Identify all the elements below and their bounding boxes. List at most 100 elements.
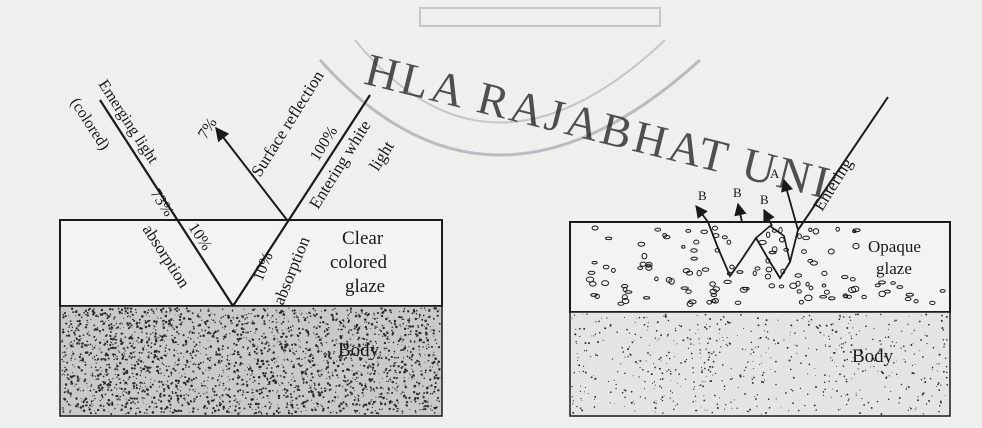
- speckle-dot: [146, 314, 147, 315]
- speckle-dot: [794, 345, 795, 346]
- speckle-dot: [212, 388, 214, 390]
- speckle-dot: [99, 348, 100, 349]
- speckle-dot: [407, 310, 409, 312]
- speckle-dot: [404, 345, 405, 346]
- speckle-dot: [427, 405, 429, 407]
- speckle-dot: [581, 409, 583, 411]
- speckle-dot: [835, 381, 837, 383]
- speckle-dot: [279, 398, 280, 399]
- speckle-dot: [148, 355, 149, 356]
- speckle-dot: [212, 412, 214, 414]
- speckle-dot: [284, 346, 287, 349]
- speckle-dot: [93, 311, 96, 314]
- speckle-dot: [299, 332, 301, 334]
- speckle-dot: [268, 390, 271, 393]
- speckle-dot: [644, 381, 645, 382]
- speckle-dot: [655, 385, 656, 386]
- speckle-dot: [859, 330, 860, 331]
- speckle-dot: [193, 378, 195, 380]
- speckle-dot: [770, 357, 771, 358]
- speckle-dot: [726, 344, 727, 345]
- speckle-dot: [120, 410, 121, 411]
- speckle-dot: [254, 413, 255, 414]
- speckle-dot: [294, 387, 295, 388]
- speckle-dot: [738, 387, 739, 388]
- speckle-dot: [324, 388, 326, 390]
- speckle-dot: [236, 383, 238, 385]
- speckle-dot: [404, 334, 406, 336]
- speckle-dot: [847, 394, 849, 396]
- speckle-dot: [572, 318, 573, 319]
- speckle-dot: [349, 382, 351, 384]
- speckle-dot: [116, 384, 117, 385]
- speckle-dot: [325, 323, 326, 324]
- speckle-dot: [82, 361, 83, 362]
- speckle-dot: [178, 357, 179, 358]
- speckle-dot: [419, 353, 421, 355]
- speckle-dot: [273, 345, 274, 346]
- speckle-dot: [246, 339, 247, 340]
- speckle-dot: [292, 407, 294, 409]
- speckle-dot: [180, 390, 181, 391]
- speckle-dot: [395, 372, 396, 373]
- speckle-dot: [368, 322, 370, 324]
- speckle-dot: [278, 357, 279, 358]
- speckle-dot: [334, 351, 336, 353]
- speckle-dot: [831, 397, 832, 398]
- speckle-dot: [175, 315, 176, 316]
- speckle-dot: [176, 331, 178, 333]
- speckle-dot: [345, 390, 347, 392]
- speckle-dot: [938, 382, 940, 384]
- speckle-dot: [128, 376, 130, 378]
- speckle-dot: [175, 365, 176, 366]
- speckle-dot: [122, 323, 123, 324]
- speckle-dot: [212, 377, 214, 379]
- speckle-dot: [737, 408, 738, 409]
- speckle-dot: [85, 373, 87, 375]
- speckle-dot: [110, 342, 112, 344]
- speckle-dot: [766, 352, 767, 353]
- speckle-dot: [200, 309, 201, 310]
- speckle-dot: [946, 377, 948, 379]
- opaque-glaze-label-line2: glaze: [876, 259, 912, 278]
- speckle-dot: [219, 362, 221, 364]
- speckle-dot: [404, 308, 406, 310]
- speckle-dot: [155, 338, 157, 340]
- speckle-dot: [113, 318, 115, 320]
- speckle-dot: [141, 331, 143, 333]
- speckle-dot: [267, 313, 268, 314]
- speckle-dot: [75, 384, 77, 386]
- speckle-dot: [336, 374, 338, 376]
- speckle-dot: [94, 398, 95, 399]
- speckle-dot: [372, 407, 373, 408]
- speckle-dot: [132, 382, 134, 384]
- speckle-dot: [259, 410, 260, 411]
- speckle-dot: [437, 310, 439, 312]
- speckle-dot: [75, 405, 77, 407]
- speckle-dot: [167, 407, 169, 409]
- speckle-dot: [685, 379, 686, 380]
- speckle-dot: [150, 346, 152, 348]
- speckle-dot: [305, 410, 306, 411]
- speckle-dot: [915, 408, 916, 409]
- speckle-dot: [195, 377, 197, 379]
- speckle-dot: [97, 374, 98, 375]
- speckle-dot: [128, 315, 129, 316]
- speckle-dot: [261, 352, 263, 354]
- speckle-dot: [62, 370, 63, 371]
- speckle-dot: [377, 317, 378, 318]
- speckle-dot: [152, 411, 155, 414]
- speckle-dot: [329, 384, 331, 386]
- speckle-dot: [854, 373, 855, 374]
- speckle-dot: [91, 367, 92, 368]
- speckle-dot: [843, 316, 845, 318]
- speckle-dot: [358, 400, 360, 402]
- speckle-dot: [660, 379, 661, 380]
- speckle-dot: [96, 369, 98, 371]
- speckle-dot: [432, 393, 434, 395]
- speckle-dot: [356, 381, 357, 382]
- speckle-dot: [68, 404, 70, 406]
- speckle-dot: [244, 308, 245, 309]
- speckle-dot: [127, 412, 129, 414]
- speckle-dot: [288, 327, 289, 328]
